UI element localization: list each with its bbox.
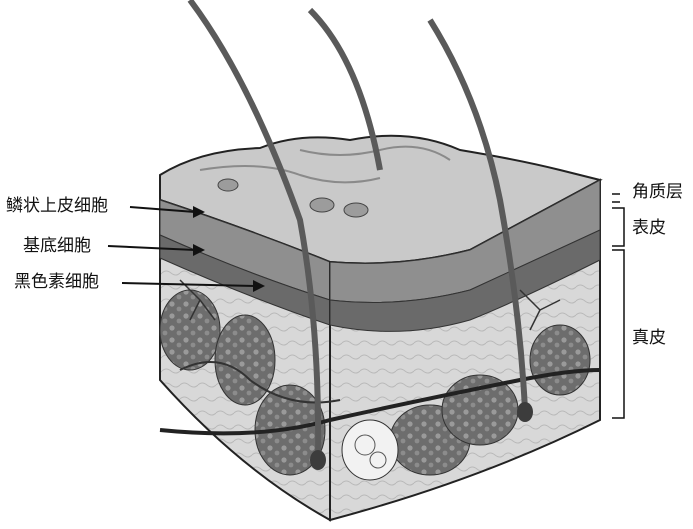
bracket-dermis — [612, 250, 624, 418]
bracket-stratum-corneum — [612, 194, 620, 202]
label-basal-cells: 基底细胞 — [23, 236, 91, 256]
label-stratum-corneum: 角质层 — [632, 182, 683, 202]
label-melanocytes: 黑色素细胞 — [14, 272, 99, 292]
label-squamous-epithelial-cells: 鳞状上皮细胞 — [6, 196, 108, 216]
label-epidermis: 表皮 — [632, 218, 666, 238]
bracket-epidermis — [612, 208, 624, 246]
label-dermis: 真皮 — [632, 328, 666, 348]
